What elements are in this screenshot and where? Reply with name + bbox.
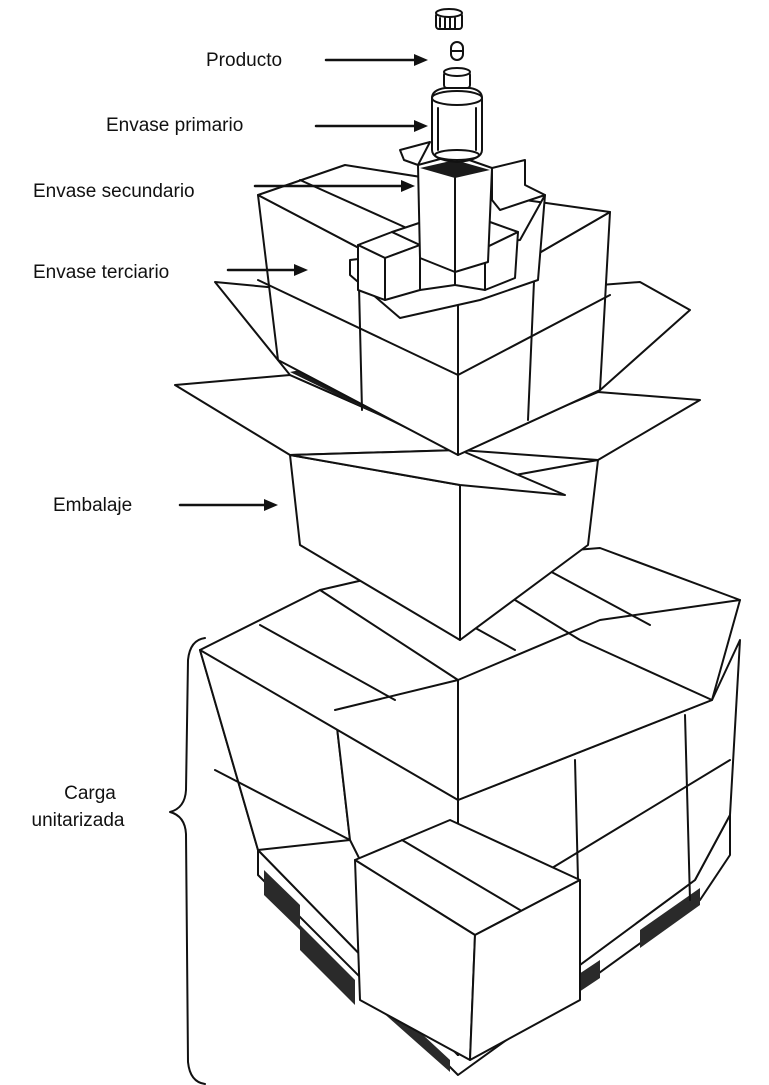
label-carga-line2: unitarizada <box>18 807 138 834</box>
bottle-cap <box>436 9 462 29</box>
label-carga-unitarizada: Carga unitarizada <box>42 780 138 834</box>
arrow-envase-primario <box>316 120 428 132</box>
arrow-embalaje <box>180 499 278 511</box>
label-embalaje: Embalaje <box>53 495 132 517</box>
primary-bottle <box>432 68 482 162</box>
label-carga-line1: Carga <box>42 780 138 807</box>
label-producto: Producto <box>206 50 282 72</box>
label-envase-primario: Envase primario <box>106 115 243 137</box>
brace <box>170 638 205 1084</box>
label-envase-secundario: Envase secundario <box>33 181 195 203</box>
arrow-producto <box>326 54 428 66</box>
product-item <box>451 42 463 60</box>
label-envase-terciario: Envase terciario <box>33 262 169 284</box>
